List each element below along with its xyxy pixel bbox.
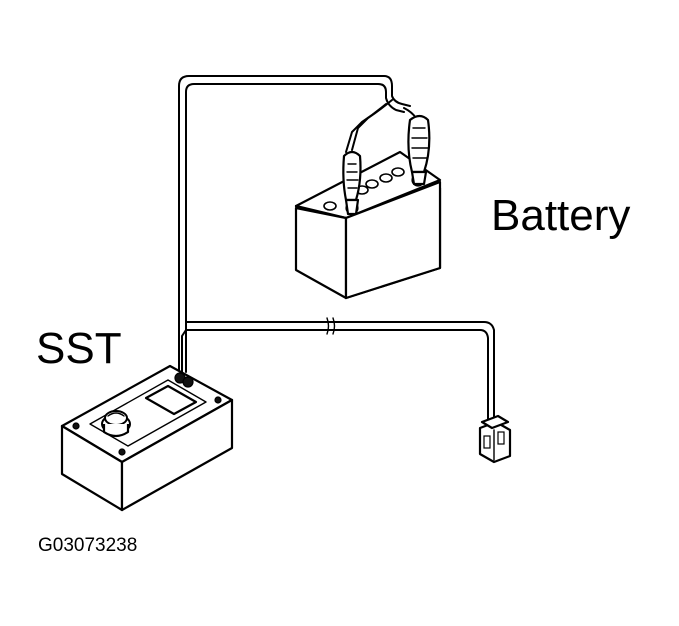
connector-plug: [478, 414, 512, 464]
figure-code: G03073238: [38, 535, 138, 556]
wiring-harness: [178, 75, 495, 421]
sst-push-button: [101, 410, 131, 438]
sst-screw-icon: [72, 422, 80, 430]
battery-cell-caps: [323, 167, 405, 211]
battery-illustration: [294, 150, 442, 300]
sst-label: SST: [36, 324, 122, 373]
sst-screw-icon: [214, 396, 222, 404]
sst-tester-box: [60, 364, 234, 512]
sst-terminal-post: [182, 376, 194, 388]
battery-clip-right: [407, 114, 431, 186]
battery-label: Battery: [491, 191, 631, 240]
battery-clip-left: [342, 150, 362, 216]
sst-display-window: [144, 384, 198, 416]
sst-screw-icon: [118, 448, 126, 456]
